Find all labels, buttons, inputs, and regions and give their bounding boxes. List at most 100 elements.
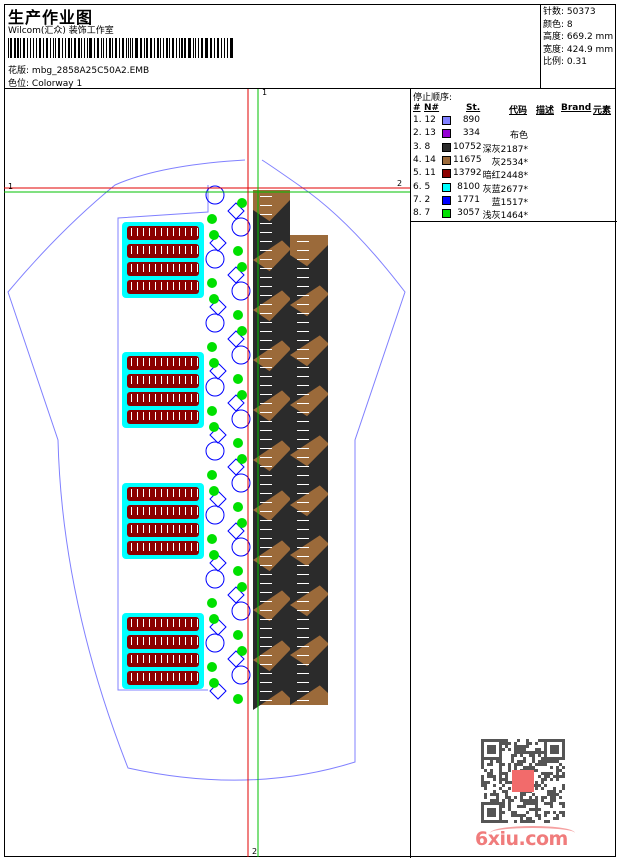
stitch-mark [191,619,192,627]
zigzag-column-right-triangle [303,495,328,543]
qr-module [532,802,535,805]
stitch-mark [173,264,174,272]
stitch-mark [297,313,309,314]
stitch-mark [185,264,186,272]
stitch-mark [173,619,174,627]
stamp-icon [512,770,534,792]
colorway-label: 色位: [8,79,30,89]
green-motif [207,342,217,352]
stitch-mark [185,619,186,627]
green-motif [233,310,243,320]
stitch-mark [185,637,186,645]
zigzag-column-left-triangle [253,610,290,660]
green-motif [237,326,247,336]
qr-module [523,745,526,748]
qr-module [517,814,520,817]
green-motif [209,486,219,496]
qr-module [544,802,547,805]
stitch-mark [155,394,156,402]
qr-module [520,763,523,766]
stitch-mark [260,529,272,530]
green-motif [207,534,217,544]
row-description: 蓝1517* [491,197,528,208]
stitch-mark [173,412,174,420]
stitch-mark [149,264,150,272]
stitch-mark [131,619,132,627]
stitch-mark [260,520,272,521]
stitch-mark [260,673,272,674]
stitch-mark [260,547,272,548]
axis-label-v-top: 1 [262,88,268,97]
stitch-mark [297,475,309,476]
maroon-stripe [127,541,199,555]
stitch-mark [297,646,309,647]
stitch-mark [149,525,150,533]
qr-module [520,817,523,820]
stitch-mark [161,525,162,533]
stitch-mark [173,358,174,366]
qr-module [538,817,541,820]
color-row: 2. 13 334 布色 [413,128,613,141]
stitch-mark [137,412,138,420]
qr-module [502,790,505,793]
stitch-mark [297,529,309,530]
qr-module [529,796,532,799]
stitch-mark [143,358,144,366]
qr-module [520,820,523,823]
stitch-mark [131,246,132,254]
col-header-desc: 描述 [536,106,555,116]
stitch-mark [197,412,198,420]
qr-module [544,820,547,823]
qr-module [547,772,550,775]
color-swatch [442,142,451,152]
stitch-mark [197,673,198,681]
stitch-mark [155,619,156,627]
stitch-mark [260,205,272,206]
qr-module [550,799,553,802]
stitch-mark [173,507,174,515]
blue-circle [205,313,225,333]
qr-module [541,778,544,781]
stitch-mark [167,543,168,551]
row-stitches: 8100 [457,181,480,192]
qr-module [532,751,535,754]
stitch-mark [137,376,138,384]
stitch-mark [191,525,192,533]
stitch-mark [143,228,144,236]
green-motif [207,598,217,608]
zigzag-column-left-triangle [265,350,290,398]
qr-module [547,790,550,793]
qr-module [541,799,544,802]
axis-label-h-left: 1 [8,182,14,191]
qr-module [520,796,523,799]
stitch-mark [260,583,272,584]
qr-module [541,760,544,763]
stitch-mark [197,394,198,402]
stitch-mark [185,246,186,254]
stitch-mark [149,394,150,402]
qr-module [523,802,526,805]
qr-module [529,799,532,802]
qr-module [484,784,487,787]
green-motif [237,646,247,656]
green-motif [207,278,217,288]
qr-module [529,763,532,766]
blue-circle [205,441,225,461]
stitch-count-value: 50373 [566,7,596,17]
qr-module [499,787,502,790]
stitch-mark [260,664,272,665]
zigzag-column-left-triangle [265,400,290,448]
zigzag-column-left-triangle [265,300,290,348]
stitch-mark [260,358,272,359]
green-motif [207,214,217,224]
axis-label-v-bottom: 2 [252,847,258,856]
stitch-mark [137,637,138,645]
stitch-mark [179,489,180,497]
stitch-mark [260,259,272,260]
stitch-mark [137,358,138,366]
zigzag-column-right-triangle [290,605,328,655]
stitch-mark [173,394,174,402]
stitch-mark [197,246,198,254]
qr-module [493,775,496,778]
maroon-stripe [127,410,199,424]
